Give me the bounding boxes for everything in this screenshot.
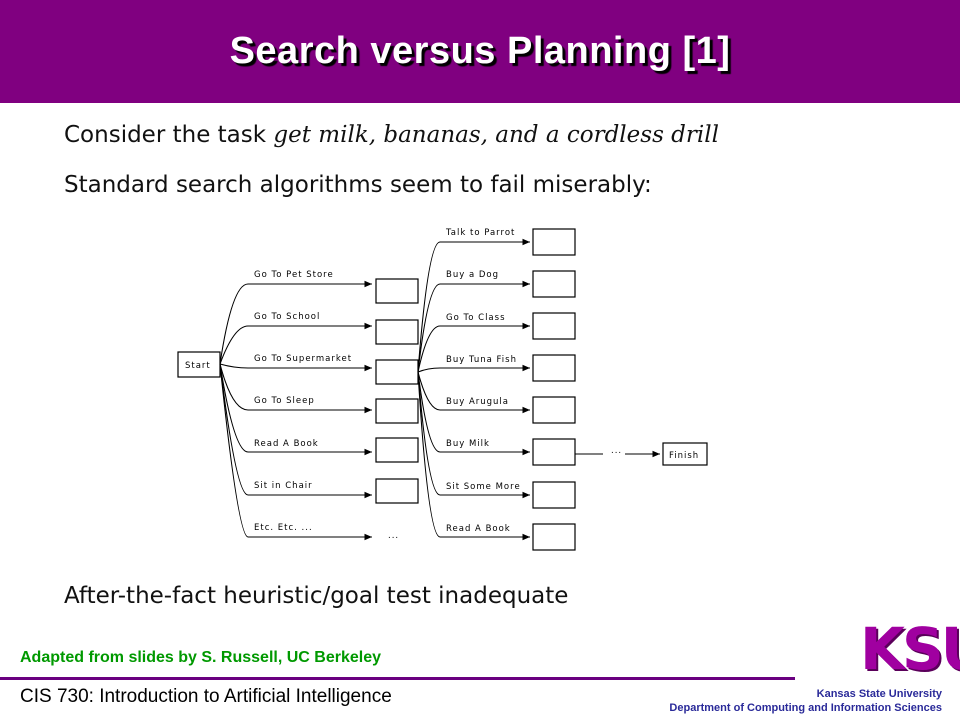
state-nodes-level-1	[375, 278, 419, 504]
start-node	[177, 351, 221, 378]
slide-title: Search versus Planning [1]	[229, 30, 731, 72]
course-title: CIS 730: Introduction to Artificial Inte…	[20, 686, 392, 707]
action-label: Read A Book	[254, 439, 319, 449]
action-label: Go To Sleep	[254, 396, 315, 406]
start-label: Start	[185, 361, 211, 371]
first-level-edges	[219, 280, 372, 541]
university-name: Kansas State University	[816, 688, 942, 700]
action-label: Go To Pet Store	[254, 270, 334, 280]
footer-divider	[0, 677, 795, 680]
action-label: Go To Class	[446, 313, 506, 323]
action-label: Etc. Etc. ...	[254, 523, 313, 533]
action-label: Buy Milk	[446, 439, 490, 449]
action-label: Sit Some More	[446, 482, 521, 492]
task-statement: Consider the task get milk, bananas, and…	[64, 122, 719, 148]
action-label: Buy Arugula	[446, 397, 509, 407]
department-name: Department of Computing and Information …	[669, 702, 942, 714]
action-label: Buy a Dog	[446, 270, 499, 280]
action-label: Read A Book	[446, 524, 511, 534]
action-label: Go To Supermarket	[254, 354, 352, 364]
state-nodes-level-2	[532, 228, 576, 551]
action-label: Sit in Chair	[254, 481, 313, 491]
title-bar	[0, 0, 960, 103]
action-label: Go To School	[254, 312, 320, 322]
finish-label: Finish	[669, 451, 699, 461]
action-label: Talk to Parrot	[445, 228, 515, 238]
conclusion: After-the-fact heuristic/goal test inade…	[64, 583, 569, 609]
task-prefix: Consider the task	[64, 122, 274, 148]
search-claim: Standard search algorithms seem to fail …	[64, 172, 652, 198]
ksu-logo: KSU	[860, 615, 960, 683]
finish-node	[662, 442, 708, 466]
action-label: Buy Tuna Fish	[446, 355, 517, 365]
second-level-edges	[417, 238, 530, 541]
task-items: get milk, bananas, and a cordless drill	[273, 122, 719, 148]
credit-line: Adapted from slides by S. Russell, UC Be…	[20, 649, 382, 666]
ellipsis-lower: ...	[388, 531, 399, 541]
ellipsis-right: ...	[611, 446, 622, 456]
